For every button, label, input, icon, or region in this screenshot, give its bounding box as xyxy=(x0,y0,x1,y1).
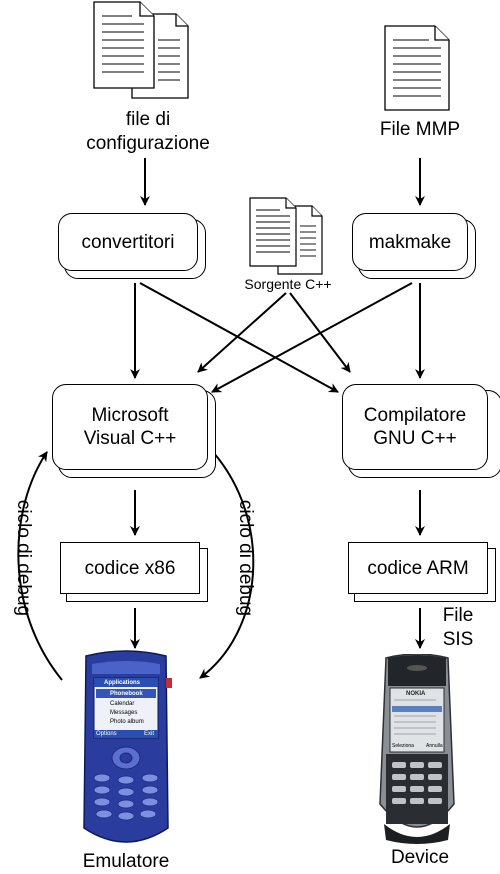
device-softkey-left: Seleziona xyxy=(392,743,414,749)
arm-code-node: codice ARM xyxy=(348,542,488,594)
device-phone-image: NOKIA Seleziona Annulla xyxy=(376,654,458,844)
emulator-screen-title: Applications xyxy=(104,680,141,686)
msvc-node: Microsoft Visual C++ xyxy=(52,384,208,470)
arrow-convertitori-to-gnu xyxy=(139,282,339,393)
sorgente-label: Sorgente C++ xyxy=(244,276,332,292)
emulator-menu-item: Messages xyxy=(110,710,138,716)
arrow-debug-loop-right xyxy=(199,451,255,679)
document-stack-icon-config xyxy=(93,1,189,99)
gnu-node: Compilatore GNU C++ xyxy=(342,384,488,470)
x86-code-node: codice x86 xyxy=(60,542,200,594)
emulator-softkey-left: Options xyxy=(96,731,117,737)
mmp-file-label: File MMP xyxy=(379,119,461,140)
makmake-node: makmake xyxy=(352,213,468,271)
document-icon-mmp xyxy=(384,25,450,111)
arrow-debug-loop-left xyxy=(17,451,63,681)
arrow-makmake-to-msvc xyxy=(211,282,413,393)
device-label: Device xyxy=(390,847,450,868)
arrow-sorgente-to-msvc xyxy=(197,292,287,373)
debug-loop-left-label: ciclo di debug xyxy=(13,499,34,617)
document-stack-icon-sorgente xyxy=(249,197,323,275)
sis-file-label: File SIS xyxy=(442,605,474,650)
device-softkey-right: Annulla xyxy=(426,743,443,749)
emulatore-label: Emulatore xyxy=(82,851,170,872)
config-file-label: file di configurazione xyxy=(86,109,210,154)
emulator-menu-item: Photo album xyxy=(110,719,144,725)
convertitori-node: convertitori xyxy=(58,213,198,271)
emulator-softkey-right: Exit xyxy=(144,731,155,737)
arrow-sorgente-to-gnu xyxy=(289,292,351,373)
device-brand-logo: NOKIA xyxy=(406,691,426,697)
emulator-phone-image: Applications Phonebook Calendar Messages… xyxy=(80,650,172,850)
emulator-menu-item: Phonebook xyxy=(110,691,143,697)
emulator-menu-item: Calendar xyxy=(110,701,135,707)
debug-loop-right-label: ciclo di debug xyxy=(235,499,256,617)
